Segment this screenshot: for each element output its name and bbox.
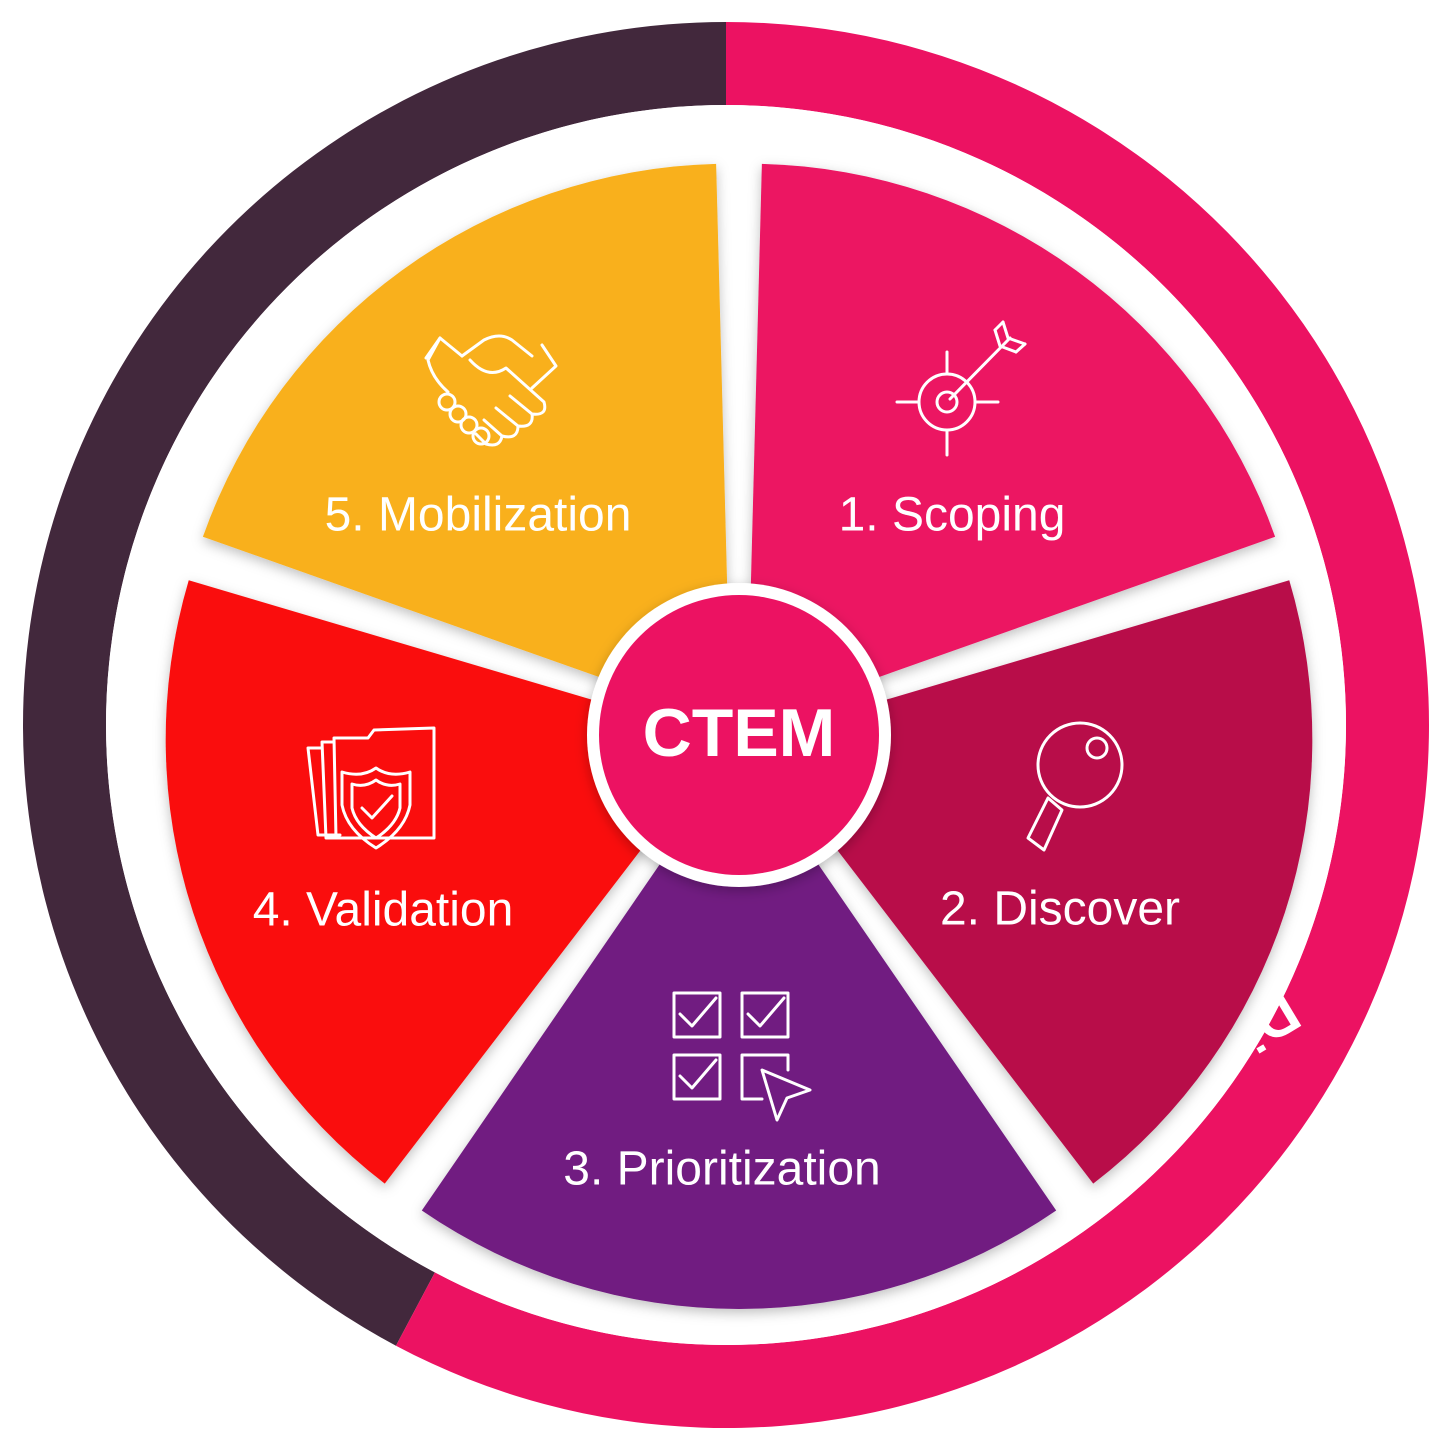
stage-label-mobilization: 5. Mobilization bbox=[325, 489, 632, 542]
stage-segment-5 bbox=[202, 163, 731, 724]
magnifier-icon bbox=[1026, 721, 1124, 852]
ring-action-arc bbox=[23, 22, 727, 1346]
stage-segment-1 bbox=[747, 163, 1276, 724]
stage-segments bbox=[165, 163, 1313, 1309]
checklist-grid-icon bbox=[672, 991, 812, 1122]
handshake-icon bbox=[424, 334, 558, 447]
stage-segment-4 bbox=[165, 580, 726, 1184]
stage-segment-2 bbox=[752, 580, 1313, 1184]
stage-label-prioritization: 3. Prioritization bbox=[563, 1143, 880, 1196]
shield-check-icon bbox=[306, 726, 436, 850]
target-arrow-icon bbox=[895, 320, 1027, 457]
stage-label-discover: 2. Discover bbox=[940, 883, 1180, 936]
center-label: CTEM bbox=[643, 695, 836, 771]
stage-segment-3 bbox=[421, 749, 1057, 1309]
stage-label-scoping: 1. Scoping bbox=[839, 489, 1066, 542]
stage-label-validation: 4. Validation bbox=[253, 884, 514, 937]
center-inner-circle bbox=[599, 595, 879, 875]
